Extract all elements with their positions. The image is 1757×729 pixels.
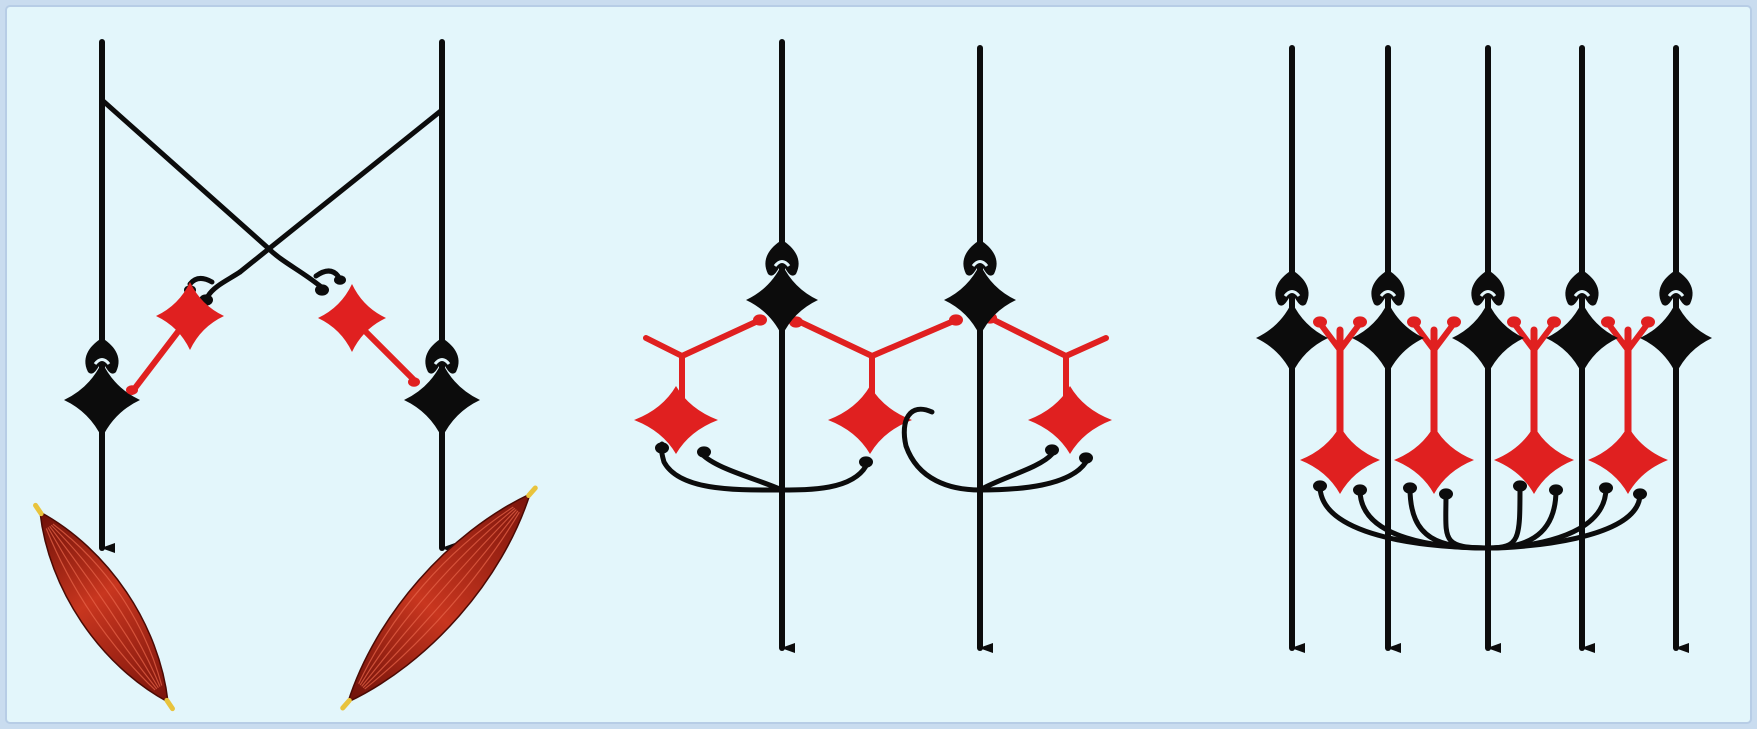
synapse-bulb bbox=[859, 456, 873, 467]
synapse-bulb bbox=[655, 442, 669, 453]
inhibitory-terminal bbox=[1407, 316, 1421, 327]
synapse-bulb bbox=[697, 446, 711, 457]
inhibitory-terminal bbox=[408, 377, 420, 387]
inhibitory-terminal bbox=[949, 314, 963, 325]
inhibitory-terminal bbox=[1641, 316, 1655, 327]
synapse-bulb bbox=[1045, 444, 1059, 455]
synapse-bulb bbox=[1549, 484, 1563, 495]
inhibitory-terminal bbox=[1547, 316, 1561, 327]
synapse-bulb bbox=[334, 275, 346, 285]
inhibitory-terminal bbox=[1313, 316, 1327, 327]
inhibitory-terminal bbox=[126, 385, 138, 395]
synapse-bulb bbox=[1513, 480, 1527, 491]
synapse-bulb bbox=[1403, 482, 1417, 493]
inhibitory-terminal bbox=[1601, 316, 1615, 327]
synapse-bulb bbox=[1079, 452, 1093, 463]
synapse-bulb bbox=[1313, 480, 1327, 491]
synapse-bulb bbox=[1439, 488, 1453, 499]
synapse-bulb bbox=[1353, 484, 1367, 495]
inhibitory-terminal bbox=[1507, 316, 1521, 327]
synapse-bulb bbox=[1633, 488, 1647, 499]
inhibitory-terminal bbox=[1353, 316, 1367, 327]
inhibitory-terminal bbox=[1447, 316, 1461, 327]
inhibitory-terminal bbox=[753, 314, 767, 325]
synapse-bulb bbox=[1599, 482, 1613, 493]
synapse-bulb bbox=[315, 284, 329, 295]
